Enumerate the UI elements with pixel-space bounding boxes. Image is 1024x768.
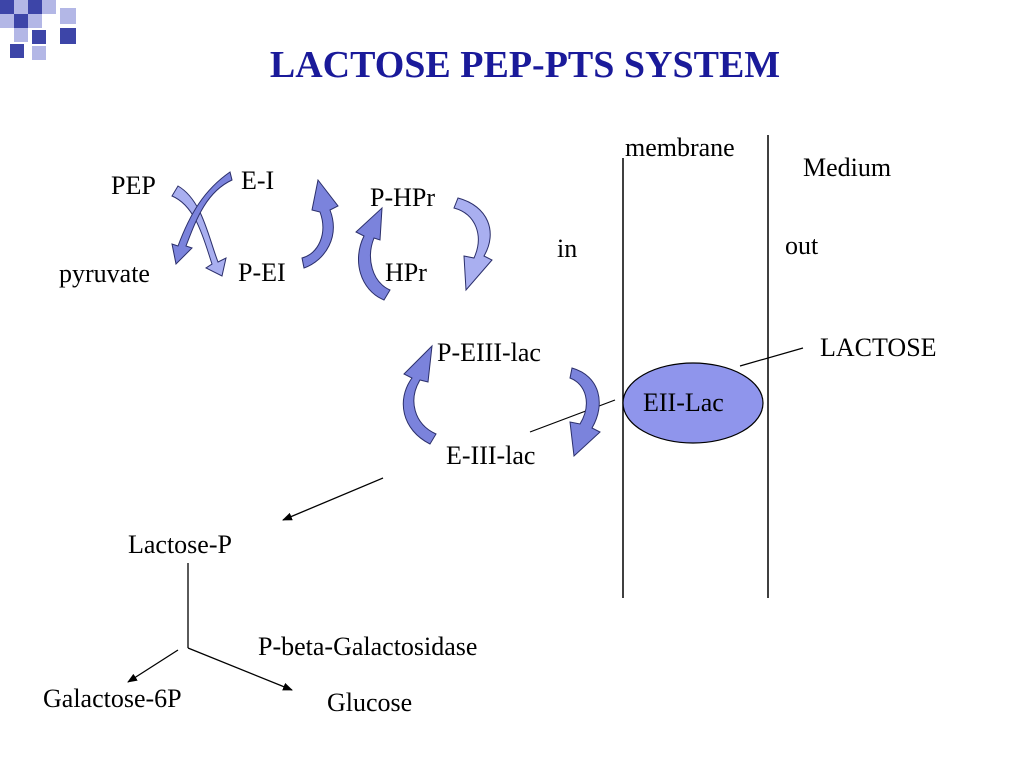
- pyruvate-label: pyruvate: [59, 259, 150, 288]
- in-label: in: [557, 234, 578, 263]
- eii-lac-ellipse: [622, 362, 764, 444]
- curved-arrow-icon: [402, 344, 437, 445]
- curved-arrow-icon: [301, 178, 339, 269]
- pep-label: PEP: [111, 171, 156, 200]
- glucose-label: Glucose: [327, 688, 413, 717]
- medium-label: Medium: [803, 153, 892, 182]
- curved-arrow-icon: [453, 197, 493, 292]
- eiii-lac-label: E-III-lac: [446, 441, 536, 470]
- straight-arrow-icon: [187, 647, 293, 691]
- phpr-label: P-HPr: [370, 183, 436, 212]
- straight-arrow-icon: [282, 477, 384, 521]
- beta-galactosidase-label: P-beta-Galactosidase: [258, 632, 478, 661]
- lactose-p-label: Lactose-P: [128, 530, 232, 559]
- membrane-label: membrane: [625, 133, 735, 162]
- lactose-connector-line: [739, 347, 804, 367]
- lactose-label: LACTOSE: [820, 333, 937, 362]
- curved-arrow-icon: [171, 185, 227, 277]
- pei-label: P-EI: [238, 258, 286, 287]
- straight-arrow-icon: [127, 649, 179, 683]
- ei-label: E-I: [241, 166, 275, 195]
- out-label: out: [785, 231, 819, 260]
- slide-title: LACTOSE PEP-PTS SYSTEM: [269, 44, 781, 86]
- eiii-connector-line: [529, 399, 616, 433]
- galactose-6p-label: Galactose-6P: [43, 684, 182, 713]
- curved-arrow-icon: [569, 367, 601, 458]
- curved-arrow-icon: [355, 206, 391, 301]
- corner-squares-decoration: [0, 0, 76, 60]
- curved-arrow-icon: [171, 171, 233, 266]
- peiii-lac-label: P-EIII-lac: [437, 338, 541, 367]
- hpr-label: HPr: [385, 258, 427, 287]
- eii-lac-label: EII-Lac: [643, 388, 724, 417]
